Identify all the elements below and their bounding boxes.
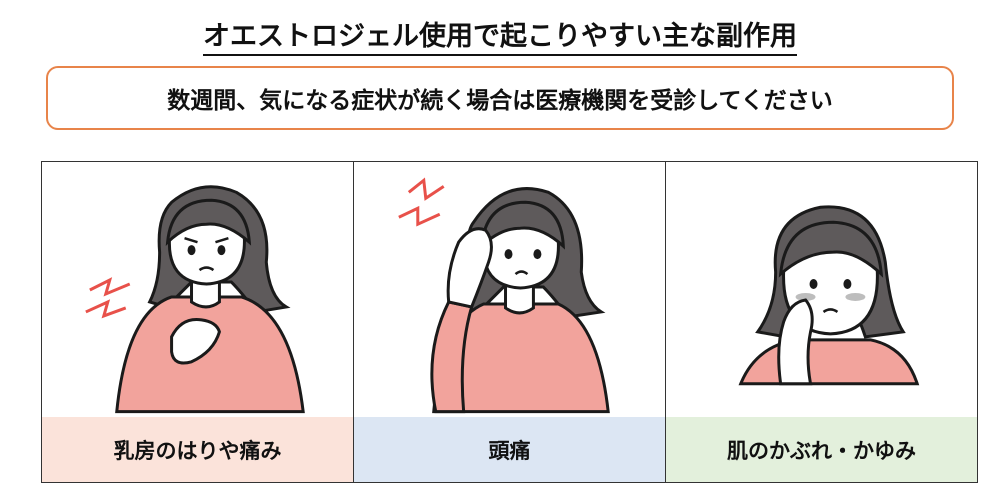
panel-breast-pain: 乳房のはりや痛み [42, 162, 354, 482]
woman-headache-illustration [398, 177, 610, 414]
caption-headache: 頭痛 [354, 417, 665, 482]
notice-text: 数週間、気になる症状が続く場合は医療機関を受診してください [167, 88, 833, 114]
notice-box: 数週間、気になる症状が続く場合は医療機関を受診してください [46, 66, 954, 130]
page-title-text: オエストロジェル使用で起こりやすい主な副作用 [203, 21, 797, 56]
caption-breast-pain: 乳房のはりや痛み [42, 417, 353, 482]
side-effect-panels: 乳房のはりや痛み 頭痛 [41, 161, 978, 483]
page-title: オエストロジェル使用で起こりやすい主な副作用 [0, 14, 1000, 56]
panel-skin-rash: 肌のかぶれ・かゆみ [666, 162, 977, 482]
panel-headache: 頭痛 [354, 162, 666, 482]
caption-skin-rash: 肌のかぶれ・かゆみ [666, 417, 977, 482]
woman-chest-illustration [85, 185, 305, 414]
woman-skin-rash-illustration [738, 205, 920, 386]
